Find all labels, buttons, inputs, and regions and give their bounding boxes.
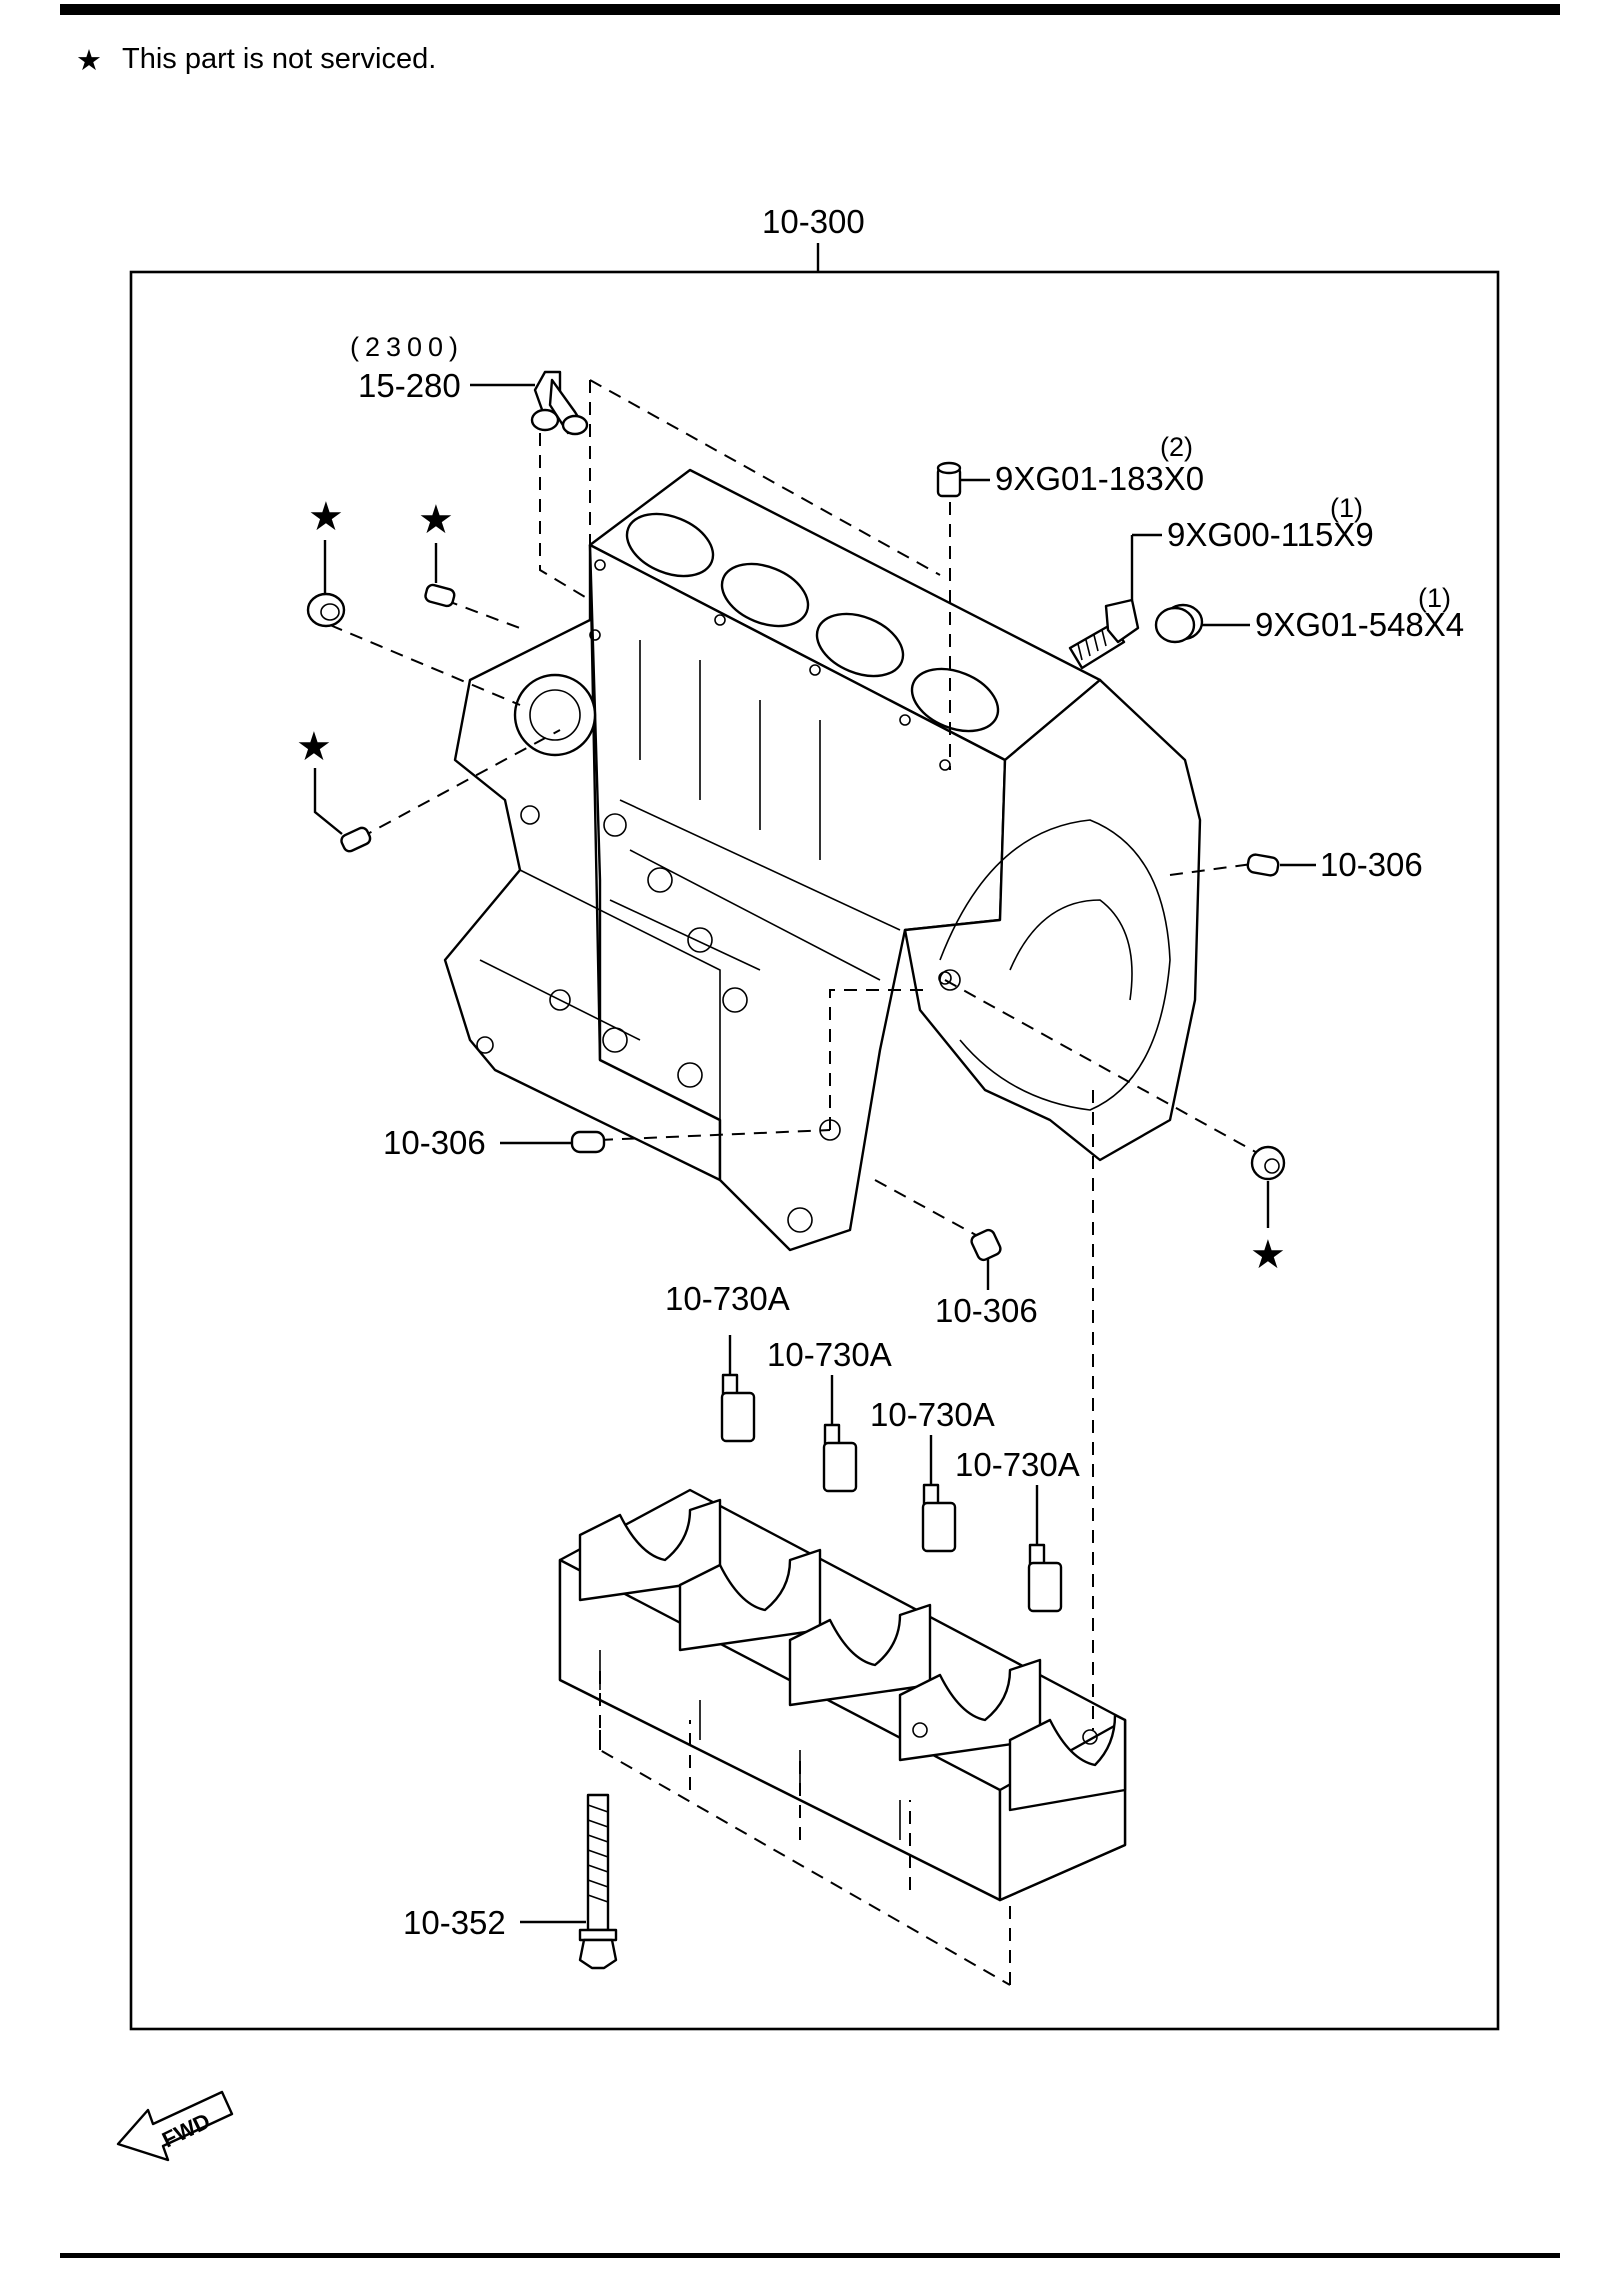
qty-2300-label: (2300) — [350, 332, 464, 362]
left-plug-part — [306, 592, 346, 628]
fwd-arrow-icon: FWD — [116, 2090, 234, 2162]
pin-left-label: 10-306 — [383, 1124, 486, 1161]
left-pin-part — [424, 583, 456, 608]
oil-jet-part-4 — [1027, 1543, 1063, 1613]
main-bearing-bolt-part — [578, 1793, 618, 1970]
star-icon-top-middle: ★ — [418, 498, 454, 542]
bolt-label: 9XG00-115X9 — [1167, 516, 1374, 553]
pin-right-label: 10-306 — [1320, 846, 1423, 883]
bottom-rule — [60, 2253, 1560, 2258]
dowel-top-qty-label: (2) — [1160, 432, 1193, 462]
star-icon-left: ★ — [296, 725, 332, 769]
star-icon-right: ★ — [1250, 1233, 1286, 1277]
left-lower-pin-part — [570, 1130, 606, 1154]
right-plug-part — [1250, 1145, 1286, 1181]
oil-jet-part-3 — [921, 1483, 957, 1553]
oil-jet-2-label: 10-730A — [767, 1336, 892, 1373]
oil-jet-part-1 — [720, 1373, 756, 1443]
bottom-pin-part — [970, 1228, 1002, 1262]
hose-fitting-label: 15-280 — [358, 367, 461, 404]
star-icon-top-left: ★ — [308, 495, 344, 539]
top-rule — [60, 4, 1560, 15]
bedplate-illustration — [558, 1488, 1127, 1902]
right-pin-part — [1246, 853, 1280, 877]
hose-fitting-part — [530, 370, 589, 436]
assembly-label: 10-300 — [762, 203, 865, 240]
plug-label: 9XG01-548X4 — [1255, 606, 1464, 643]
legend-note-text: This part is not serviced. — [122, 43, 436, 75]
plug-qty-label: (1) — [1418, 583, 1451, 613]
cylinder-block-illustration — [443, 468, 1202, 1252]
bolt-qty-label: (1) — [1330, 493, 1363, 523]
oil-jet-part-2 — [822, 1423, 858, 1493]
assembly-frame — [129, 270, 1500, 2031]
bolt-part — [1068, 598, 1140, 670]
lower-left-pin-part — [340, 826, 372, 853]
leader-lines — [313, 383, 1316, 1924]
oil-jet-4-label: 10-730A — [955, 1446, 1080, 1483]
pin-bottom-label: 10-306 — [935, 1292, 1038, 1329]
dowel-top-label: 9XG01-183X0 — [995, 460, 1204, 497]
assembly-dashed-lines — [329, 379, 1271, 1986]
oil-jet-3-label: 10-730A — [870, 1396, 995, 1433]
top-dowel-part — [936, 461, 962, 498]
legend-star-icon: ★ — [76, 45, 102, 77]
main-bolt-label: 10-352 — [403, 1904, 506, 1941]
oil-jet-1-label: 10-730A — [665, 1280, 790, 1317]
plug-part — [1154, 603, 1204, 644]
